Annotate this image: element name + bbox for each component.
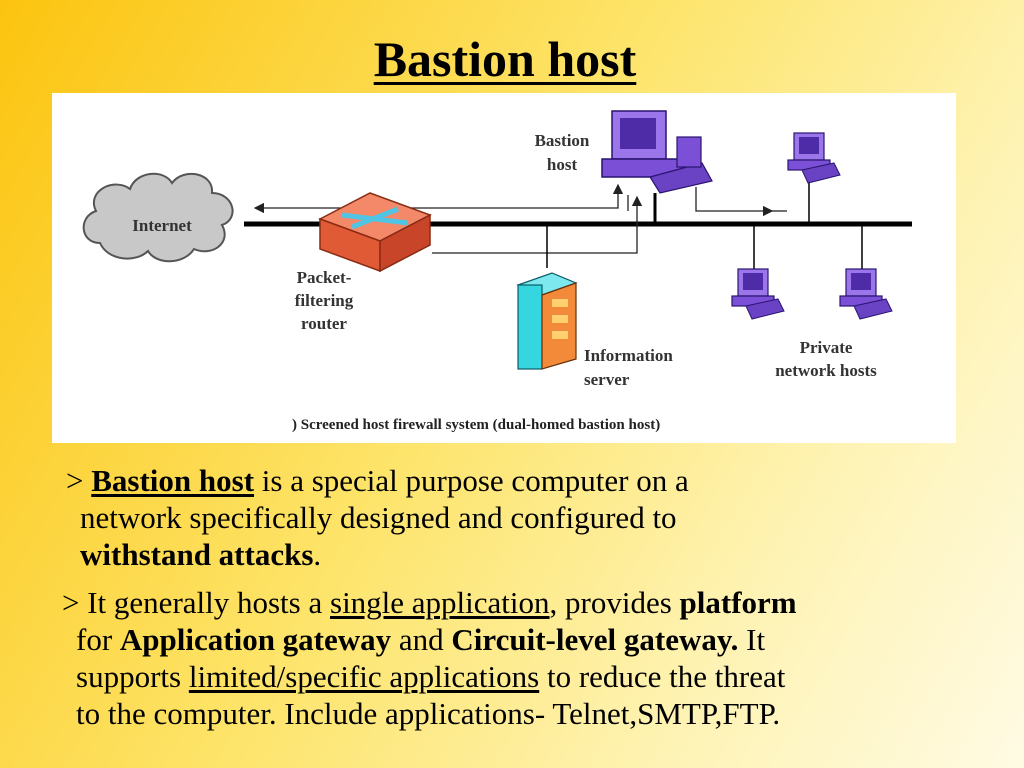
bullet-2-line-3: supports limited/specific applications t… — [62, 658, 1012, 695]
bullet-2-text-6: supports — [76, 659, 182, 694]
bullet-1-line-2: network specifically designed and config… — [66, 499, 1006, 536]
firewall-diagram: Internet Packet- filtering router Bastio… — [52, 93, 956, 443]
private-label-2: network hosts — [775, 361, 877, 380]
traffic-arrows — [253, 183, 787, 254]
bastion-label-2: host — [547, 155, 578, 174]
bastion-label-1: Bastion — [535, 131, 590, 150]
router-icon — [318, 192, 432, 273]
bullet-2-line-4: to the computer. Include applications- T… — [62, 695, 1012, 732]
withstand-attacks-text: withstand attacks — [80, 537, 314, 572]
bastion-computer-icon — [601, 110, 713, 194]
bullet-1-text-1: is a special purpose computer on a — [261, 463, 689, 498]
bullet-2-line-2: for Application gateway and Circuit-leve… — [62, 621, 1012, 658]
diagram-caption: ) Screened host firewall system (dual-ho… — [292, 417, 660, 433]
single-application-text: single application — [330, 585, 550, 620]
limited-specific-applications-text: limited/specific applications — [188, 659, 540, 694]
bullet-2-text-3: for — [76, 622, 113, 657]
bullet-1-text-2: network specifically designed and config… — [80, 500, 677, 535]
router-label-3: router — [301, 314, 347, 333]
bullet-2-text-5: It — [746, 622, 766, 657]
bullet-2-text-4: and — [398, 622, 444, 657]
private-host-icon-2 — [731, 268, 785, 320]
bullet-2-text-2: , provides — [549, 585, 672, 620]
internet-label: Internet — [132, 216, 192, 235]
bastion-host-term: Bastion host — [91, 463, 255, 498]
router-label-1: Packet- — [297, 268, 352, 287]
info-label-2: server — [584, 370, 630, 389]
bullet-1-line-3: withstand attacks. — [66, 536, 1006, 573]
bullet-1: > Bastion host is a special purpose comp… — [66, 462, 1006, 573]
bullet-marker: > — [66, 463, 84, 498]
bullet-2-text-1: It generally hosts a — [87, 585, 323, 620]
circuit-level-gateway-text: Circuit-level gateway. — [451, 622, 739, 657]
private-host-icon-1 — [787, 132, 841, 184]
platform-text: platform — [679, 585, 797, 620]
bullet-2: > It generally hosts a single applicatio… — [62, 584, 1012, 732]
private-label-1: Private — [800, 338, 853, 357]
diagram-canvas: Internet Packet- filtering router Bastio… — [82, 110, 912, 433]
bullet-2-text-8: to the computer. Include applications- T… — [76, 696, 781, 731]
private-host-icon-3 — [839, 268, 893, 320]
router-label-2: filtering — [295, 291, 354, 310]
slide-title: Bastion host — [373, 31, 637, 87]
bullet-2-text-7: to reduce the threat — [546, 659, 786, 694]
bullet-1-period: . — [313, 537, 322, 572]
internet-cloud — [82, 173, 234, 263]
info-label-1: Information — [584, 346, 673, 365]
information-server-icon — [516, 272, 578, 370]
bullet-marker: > — [62, 585, 80, 620]
application-gateway-text: Application gateway — [119, 622, 392, 657]
